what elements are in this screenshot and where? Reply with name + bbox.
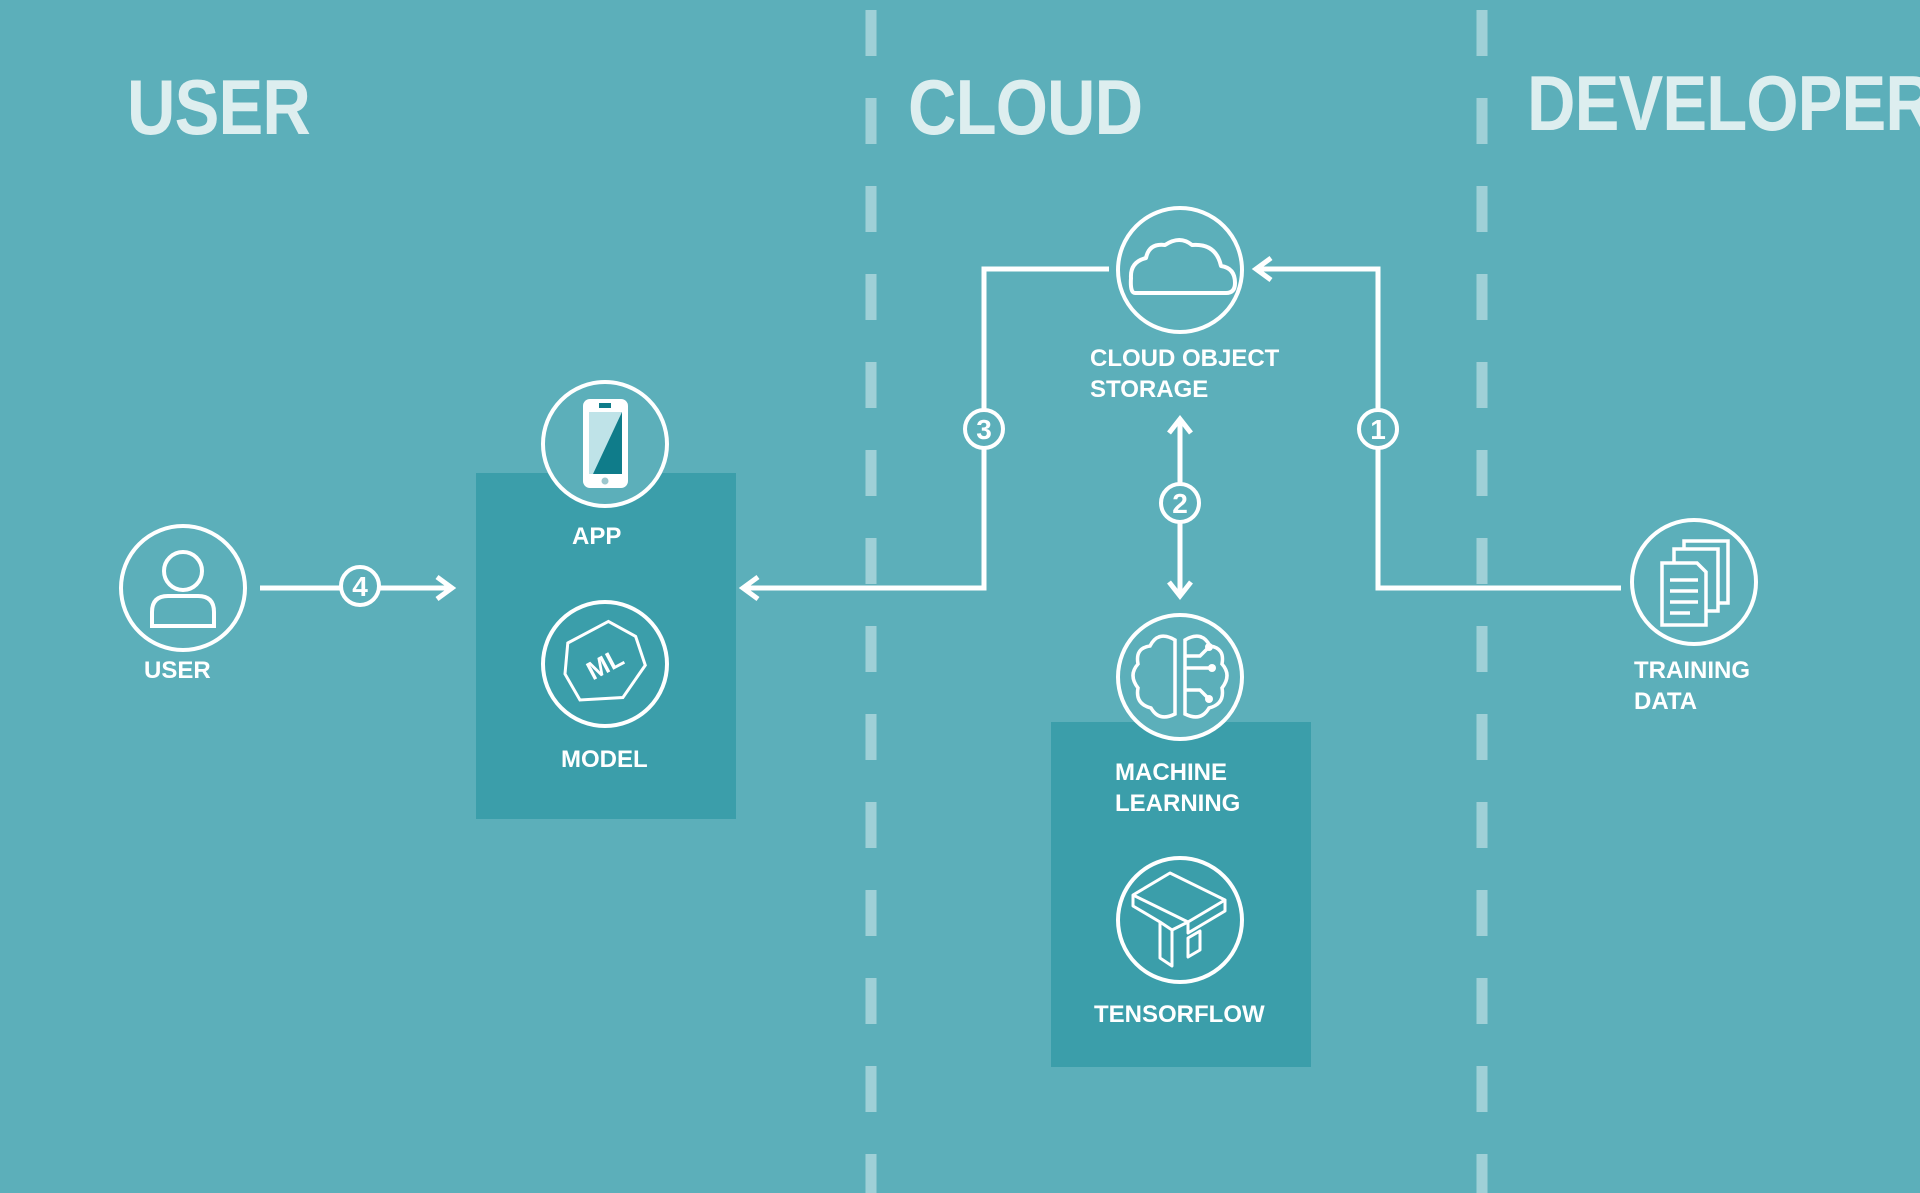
flow-2-arrowhead-up <box>1167 414 1193 435</box>
lane-title-developer: DEVELOPER <box>1527 59 1920 147</box>
user-node-ring <box>119 524 247 652</box>
machine-learning-node <box>1116 613 1244 741</box>
model-node-ring <box>541 600 669 728</box>
tensorflow-icon <box>1131 871 1227 968</box>
step-badge-3: 3 <box>963 408 1005 450</box>
flow-1-arrowhead <box>1251 255 1273 283</box>
training-data-node-label: TRAINING DATA <box>1634 657 1750 715</box>
step-badge-1: 1 <box>1357 408 1399 450</box>
step-number-3: 3 <box>976 414 992 445</box>
lane-title-user: USER <box>127 63 311 151</box>
lane-title-cloud: CLOUD <box>908 63 1143 151</box>
documents-icon <box>1660 539 1730 627</box>
step-number-1: 1 <box>1370 414 1386 445</box>
machine-learning-node-ring <box>1116 613 1244 741</box>
ml-tensorflow-panel <box>1051 722 1311 1067</box>
cloud-icon <box>1128 238 1237 295</box>
app-model-panel <box>476 473 736 819</box>
machine-learning-node-label: MACHINE LEARNING <box>1115 759 1241 817</box>
tensorflow-node <box>1116 856 1244 984</box>
cloud-storage-node-ring <box>1116 206 1244 334</box>
brain-circuit-dots <box>1205 643 1216 703</box>
cloud-storage-node-label: CLOUD OBJECT STORAGE <box>1090 345 1280 403</box>
model-node-label: MODEL <box>561 746 648 773</box>
flow-3-arrowhead <box>738 574 760 602</box>
user-icon <box>150 550 216 628</box>
training-data-node-ring <box>1630 518 1758 646</box>
step-badge-4: 4 <box>339 565 381 607</box>
step-number-2: 2 <box>1172 488 1188 519</box>
user-node <box>119 524 247 652</box>
flow-1-line <box>1258 266 1621 591</box>
flow-2-arrowhead-down <box>1167 580 1193 601</box>
app-node <box>541 380 669 508</box>
step-number-4: 4 <box>352 571 368 602</box>
flow-4-arrowhead <box>435 574 457 602</box>
training-data-node <box>1630 518 1758 646</box>
tensorflow-node-ring <box>1116 856 1244 984</box>
step-badge-2: 2 <box>1159 482 1201 524</box>
cloud-storage-node <box>1116 206 1244 334</box>
user-node-label: USER <box>144 657 211 684</box>
app-node-label: APP <box>572 523 622 550</box>
tensorflow-node-label: TENSORFLOW <box>1094 1001 1265 1028</box>
flow-3-line <box>745 266 1109 591</box>
smartphone-icon <box>583 399 628 488</box>
